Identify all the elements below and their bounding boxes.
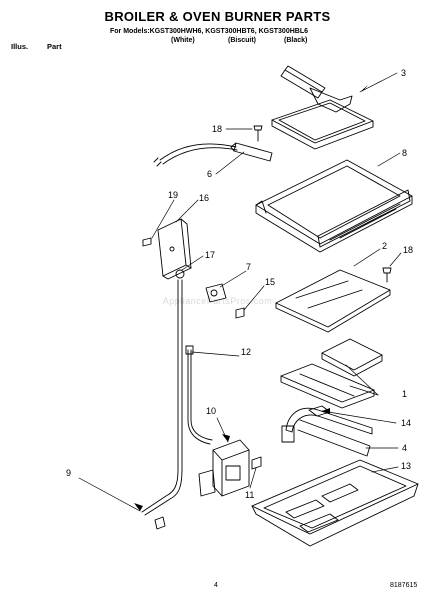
callout-labels: 3 18 6 8 19 16 17 7 15 2 18 12 1 10 14 4…: [66, 68, 413, 500]
oven-burner-part: [281, 407, 373, 457]
gas-tube-part: [141, 279, 213, 516]
models-line: For Models:KGST300HWH6, KGST300HBT6, KGS…: [110, 28, 308, 35]
column-header-illus: Illus.: [11, 42, 29, 51]
small-screw-part: [235, 307, 245, 319]
callout-8: 8: [402, 148, 407, 158]
heat-shield-part: [275, 269, 391, 333]
valve-screw-part: [251, 456, 262, 470]
callout-12: 12: [241, 347, 251, 357]
callout-7: 7: [246, 262, 251, 272]
broiler-bracket-part: [157, 218, 192, 280]
screw-part-right: [382, 267, 392, 283]
callout-9: 9: [66, 468, 71, 478]
broiler-igniter-part: [153, 142, 273, 167]
column-header-part: Part: [47, 42, 62, 51]
watermark: AppliancePartsPros.com: [162, 296, 273, 306]
variant-white: (White): [171, 37, 195, 44]
page-number: 4: [214, 582, 218, 589]
broiler-orifice-holder-part: [205, 283, 227, 303]
callout-18: 18: [212, 124, 222, 134]
broiler-pan-part: [271, 65, 374, 150]
callout-19: 19: [168, 190, 178, 200]
gas-valve-part: [198, 439, 250, 497]
orifice-fitting-part: [175, 269, 185, 279]
callout-14: 14: [401, 418, 411, 428]
callout-16: 16: [199, 193, 209, 203]
page-title: BROILER & OVEN BURNER PARTS: [104, 9, 331, 24]
bracket-screw-part: [142, 237, 152, 247]
variant-biscuit: (Biscuit): [228, 37, 256, 44]
document-number: 8187615: [390, 582, 418, 589]
callout-15: 15: [265, 277, 275, 287]
burner-bracket-part: [280, 338, 383, 409]
callout-4: 4: [402, 443, 407, 453]
arrowheads: [134, 85, 368, 511]
callout-17: 17: [205, 250, 215, 260]
screw-part-upper: [253, 125, 263, 142]
variant-black: (Black): [284, 37, 308, 44]
connector-end-part: [154, 516, 166, 530]
callout-10: 10: [206, 406, 216, 416]
callout-3: 3: [401, 68, 406, 78]
bake-pan-part: [251, 459, 419, 547]
callout-2: 2: [382, 241, 387, 251]
leader-lines: [78, 72, 402, 512]
callout-1: 1: [402, 389, 407, 399]
callout-18-right: 18: [403, 245, 413, 255]
callout-6: 6: [207, 169, 212, 179]
broiler-tray-part: [255, 159, 413, 253]
callout-13: 13: [401, 461, 411, 471]
callout-11: 11: [245, 490, 254, 500]
